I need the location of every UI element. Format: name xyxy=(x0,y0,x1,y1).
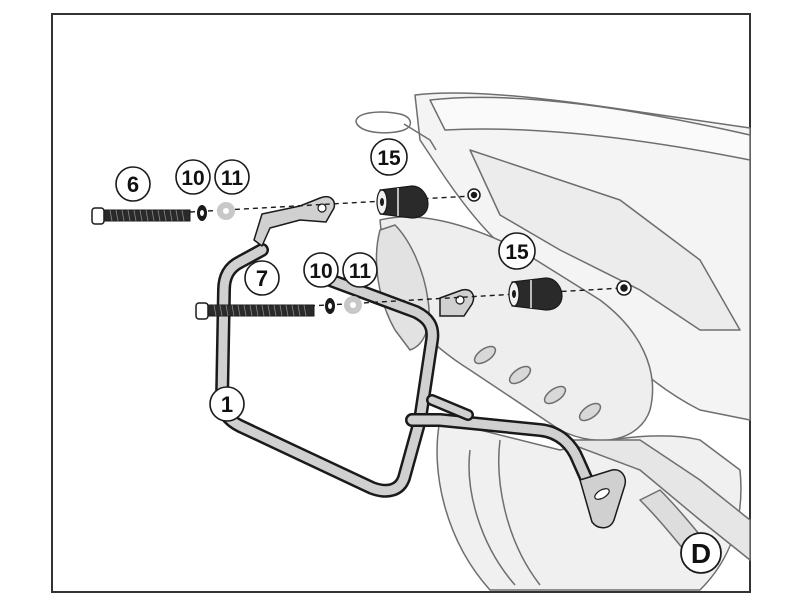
rear-wheel-inner xyxy=(468,449,516,586)
rack-lower-mount-slot xyxy=(594,488,610,500)
bolt-lower-shank xyxy=(207,304,315,317)
callout-10-lower-label: 10 xyxy=(309,260,332,283)
callout-15-upper-circle xyxy=(370,138,408,176)
callout-1-circle xyxy=(209,386,245,422)
callout-11-upper-label: 11 xyxy=(221,167,244,190)
callout-15-lower-label: 15 xyxy=(505,241,529,264)
callout-15-lower-circle xyxy=(498,232,536,270)
upper-bracket-body xyxy=(253,196,336,247)
callout-15-upper: 15 xyxy=(370,138,408,176)
washer-upper-10-hole xyxy=(200,210,204,216)
exhaust-vent-4 xyxy=(578,402,602,422)
rack-brace-fill xyxy=(428,396,472,419)
callout-11-lower-circle xyxy=(342,252,378,288)
spacer-upper-body xyxy=(379,185,429,219)
callout-15-upper-label: 15 xyxy=(377,147,401,170)
exhaust-vent-1 xyxy=(473,345,497,365)
callout-6: 6 xyxy=(115,166,151,202)
spacer-upper-hole xyxy=(380,198,384,206)
frame-mount-points xyxy=(467,188,632,296)
spacer-lower-body xyxy=(511,277,563,311)
washer-lower-11-hole xyxy=(350,302,356,308)
bolt-lower-head xyxy=(195,302,209,320)
callout-10-upper: 10 xyxy=(175,159,211,195)
callout-6-label: 6 xyxy=(127,172,139,197)
callout-6-circle xyxy=(115,166,151,202)
callout-d-circle xyxy=(680,532,722,574)
bolt-lower xyxy=(195,302,315,320)
callout-11-upper: 11 xyxy=(214,159,250,195)
spacer-upper xyxy=(376,185,429,219)
bolt-lower-thread xyxy=(213,304,307,317)
exhaust-vent-2 xyxy=(508,365,532,385)
bolt-upper-head xyxy=(91,207,105,225)
turn-signal-stalk xyxy=(403,123,437,151)
callout-11-lower-label: 11 xyxy=(349,260,372,283)
callout-1-label: 1 xyxy=(221,392,233,417)
spacer-lower xyxy=(508,277,563,311)
bolt-upper xyxy=(91,207,191,225)
upper-bracket xyxy=(253,196,336,247)
washer-upper-11-hole xyxy=(223,208,229,214)
frame-mount-upper-inner xyxy=(470,191,478,199)
bolt-upper-thread xyxy=(109,209,185,222)
spacer-lower-hole xyxy=(512,290,516,298)
callout-7-circle xyxy=(244,260,280,296)
callout-7: 7 xyxy=(244,260,280,296)
callout-10-upper-label: 10 xyxy=(181,167,204,190)
exhaust-vent-3 xyxy=(543,385,567,405)
callout-15-lower: 15 xyxy=(498,232,536,270)
washer-lower-10-hole xyxy=(328,303,332,309)
rear-wheel-tread xyxy=(498,439,541,586)
callout-7-label: 7 xyxy=(256,266,268,291)
tail-light xyxy=(355,111,412,134)
callout-10-lower-circle xyxy=(303,252,339,288)
callout-10-lower: 10 xyxy=(303,252,339,288)
swingarm xyxy=(559,439,751,561)
callout-10-upper-circle xyxy=(175,159,211,195)
callout-1: 1 xyxy=(209,386,245,422)
rack-lower-arm-fill xyxy=(407,415,603,510)
callout-d-label: D xyxy=(691,538,711,569)
assembly-line-lower xyxy=(309,287,623,307)
side-rack-frame xyxy=(215,243,626,529)
callout-11-lower: 11 xyxy=(342,252,378,288)
frame-mount-lower-inner xyxy=(620,284,628,292)
subframe-panel xyxy=(469,149,741,331)
callout-d: D xyxy=(680,532,722,574)
callout-11-upper-circle xyxy=(214,159,250,195)
rack-loop-fill xyxy=(217,245,437,496)
seat xyxy=(429,96,751,161)
upper-bracket-hole xyxy=(317,203,327,213)
